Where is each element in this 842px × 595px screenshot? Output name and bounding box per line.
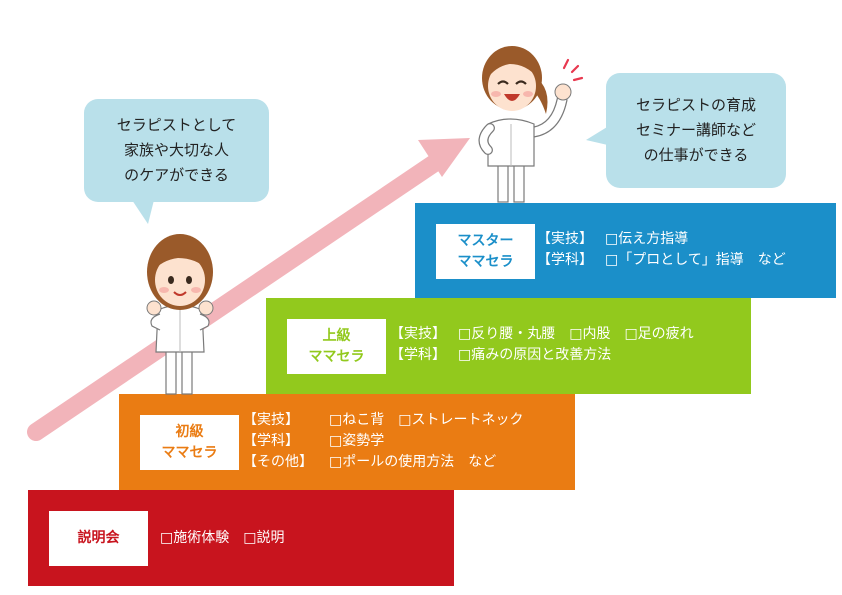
speech-bubble-right: セラピストの育成 セミナー講師など の仕事ができる (606, 73, 786, 188)
step-item: □ポールの使用方法 など (329, 454, 497, 470)
step-category: 【学科】 (243, 433, 299, 449)
step-shokyu-title: 初級 ママセラ (140, 415, 239, 470)
step-item: □伝え方指導 (605, 231, 689, 247)
step-setsumeikai-items: □施術体験 □説明 (160, 528, 284, 549)
step-item: □ねこ背 □ストレートネック (329, 412, 524, 428)
step-category: 【学科】 (390, 347, 446, 363)
step-shokyu-items: 【実技】 □ねこ背 □ストレートネック 【学科】 □姿勢学 【その他】 □ポールの使用… (243, 410, 523, 473)
step-category: 【学科】 (537, 252, 593, 268)
bubble-left-tail (132, 200, 154, 224)
step-category: 【その他】 (243, 454, 313, 470)
step-jokyu-title: 上級 ママセラ (287, 319, 386, 374)
step-jokyu-items: 【実技】 □反り腰・丸腰 □内股 □足の疲れ 【学科】 □痛みの原因と改善方法 (390, 324, 694, 366)
step-category: 【実技】 (243, 412, 299, 428)
therapist-cheering-icon (478, 46, 584, 203)
step-item: □痛みの原因と改善方法 (458, 347, 612, 363)
step-category: 【実技】 (537, 231, 593, 247)
step-item: □施術体験 □説明 (160, 530, 285, 546)
step-setsumeikai-title: 説明会 (49, 511, 148, 566)
step-item: □反り腰・丸腰 □内股 □足の疲れ (458, 326, 694, 342)
step-category: 【実技】 (390, 326, 446, 342)
step-shokyu: 初級 ママセラ 【実技】 □ねこ背 □ストレートネック 【学科】 □姿勢学 【その他… (119, 394, 575, 490)
step-item: □「プロとして」指導 など (605, 252, 786, 268)
therapist-fists-icon (146, 234, 214, 395)
step-setsumeikai: 説明会 □施術体験 □説明 (28, 490, 454, 586)
step-master-items: 【実技】 □伝え方指導 【学科】 □「プロとして」指導 など (537, 229, 786, 271)
step-master-title: マスター ママセラ (436, 224, 535, 279)
bubble-right-tail (586, 124, 612, 146)
step-master: マスター ママセラ 【実技】 □伝え方指導 【学科】 □「プロとして」指導 など (415, 203, 836, 298)
step-jokyu: 上級 ママセラ 【実技】 □反り腰・丸腰 □内股 □足の疲れ 【学科】 □痛みの原因… (266, 298, 751, 394)
step-item: □姿勢学 (329, 433, 385, 449)
speech-bubble-left: セラピストとして 家族や大切な人 のケアができる (84, 99, 269, 202)
